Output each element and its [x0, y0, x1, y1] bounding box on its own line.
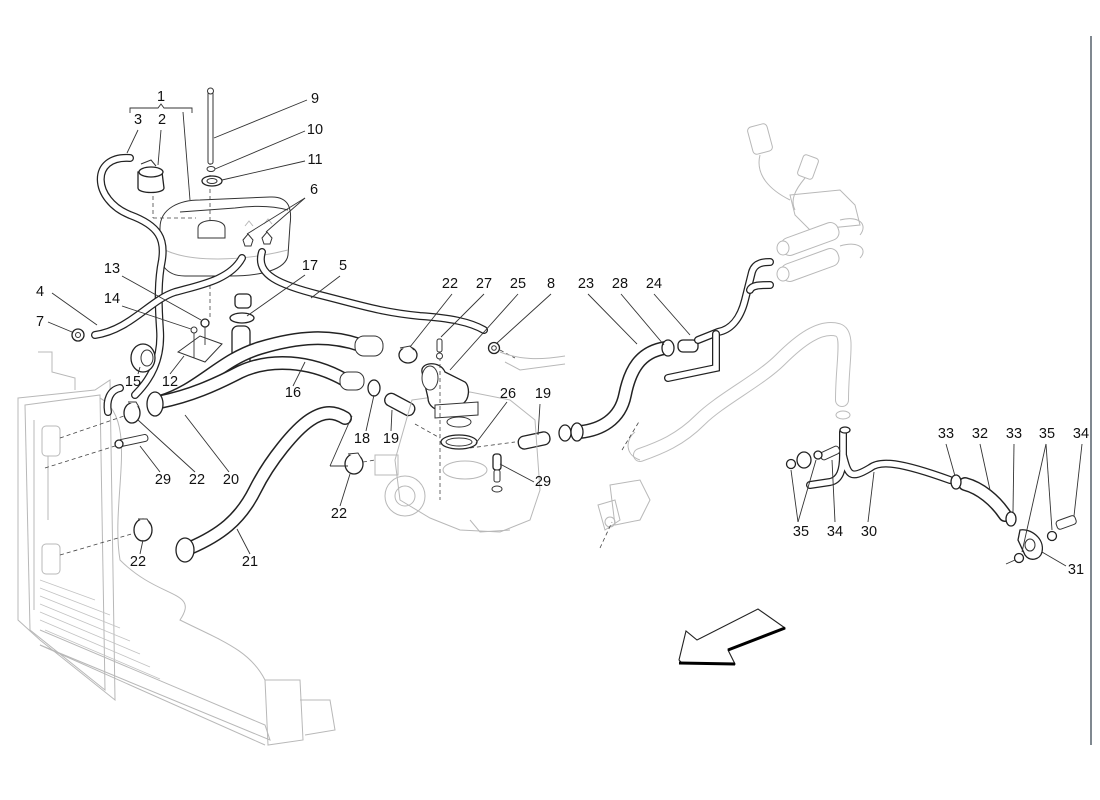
callout-part-19[interactable]: 19 — [383, 431, 399, 447]
temp-sensor-29 — [491, 453, 503, 493]
hose-21 — [183, 406, 352, 555]
callout-part-34[interactable]: 34 — [827, 524, 843, 540]
callout-part-2[interactable]: 2 — [158, 112, 166, 128]
bracket-12 — [176, 318, 223, 363]
callout-part-21[interactable]: 21 — [242, 554, 258, 570]
callout-part-29[interactable]: 29 — [155, 472, 171, 488]
callout-part-22[interactable]: 22 — [189, 472, 205, 488]
group-bracket-1 — [129, 103, 193, 113]
callout-part-22[interactable]: 22 — [130, 554, 146, 570]
callout-part-7[interactable]: 7 — [36, 314, 44, 330]
callout-part-33[interactable]: 33 — [938, 426, 954, 442]
grommet-15 — [130, 343, 156, 373]
callout-part-11[interactable]: 11 — [307, 152, 322, 168]
callout-part-27[interactable]: 27 — [476, 276, 492, 292]
callout-part-35[interactable]: 35 — [793, 524, 809, 540]
clip-8 — [487, 341, 516, 359]
engine-block-ghost — [374, 351, 566, 533]
callout-part-19[interactable]: 19 — [535, 386, 551, 402]
bolt-27 — [436, 338, 443, 360]
callout-part-22[interactable]: 22 — [442, 276, 458, 292]
callout-part-3[interactable]: 3 — [134, 112, 142, 128]
callout-part-18[interactable]: 18 — [354, 431, 370, 447]
hose-clamps-22 — [59, 345, 418, 556]
callout-part-32[interactable]: 32 — [972, 426, 988, 442]
leader-lines — [47, 99, 1083, 567]
callout-part-31[interactable]: 31 — [1068, 562, 1084, 578]
direction-arrow — [678, 608, 787, 666]
return-hose-ghost — [597, 322, 852, 549]
callout-part-12[interactable]: 12 — [162, 374, 178, 390]
callout-part-28[interactable]: 28 — [612, 276, 628, 292]
callout-part-8[interactable]: 8 — [547, 276, 555, 292]
callout-part-17[interactable]: 17 — [302, 258, 318, 274]
callout-part-6[interactable]: 6 — [310, 182, 318, 198]
elbow-fitting-31 — [1017, 529, 1043, 560]
callout-part-29[interactable]: 29 — [535, 474, 551, 490]
callout-part-33[interactable]: 33 — [1006, 426, 1022, 442]
callout-part-30[interactable]: 30 — [861, 524, 877, 540]
callout-part-25[interactable]: 25 — [510, 276, 526, 292]
callout-part-22[interactable]: 22 — [331, 506, 347, 522]
tank-fittings — [242, 218, 273, 247]
radiator-ghost — [17, 351, 336, 746]
callout-part-14[interactable]: 14 — [104, 291, 120, 307]
thermostat-housing-25 — [421, 350, 479, 500]
level-sensor-rod — [201, 87, 223, 187]
tank-cap — [137, 159, 165, 194]
callout-part-34[interactable]: 34 — [1073, 426, 1089, 442]
callout-part-5[interactable]: 5 — [339, 258, 347, 274]
callout-part-4[interactable]: 4 — [36, 284, 44, 300]
callout-part-24[interactable]: 24 — [646, 276, 662, 292]
callout-part-13[interactable]: 13 — [104, 261, 120, 277]
seal-26 — [440, 416, 478, 450]
callout-part-23[interactable]: 23 — [578, 276, 594, 292]
callout-part-16[interactable]: 16 — [285, 385, 301, 401]
heater-valve-assembly-ghost — [747, 123, 864, 282]
pipe-fittings-18-19 — [367, 379, 572, 450]
bolts-34-washers-35 — [785, 445, 1077, 565]
callout-part-15[interactable]: 15 — [125, 374, 141, 390]
callout-part-20[interactable]: 20 — [223, 472, 239, 488]
callout-part-1[interactable]: 1 — [157, 89, 165, 105]
callout-part-9[interactable]: 9 — [311, 91, 319, 107]
callout-part-26[interactable]: 26 — [500, 386, 516, 402]
heater-pipe-24 — [664, 258, 774, 382]
callout-part-35[interactable]: 35 — [1039, 426, 1055, 442]
coolant-pipe-30 — [806, 426, 954, 489]
clamps-33 — [950, 474, 1017, 527]
callout-part-10[interactable]: 10 — [307, 122, 323, 138]
clip-7 — [71, 328, 85, 342]
drain-bolt-29 — [44, 434, 149, 469]
